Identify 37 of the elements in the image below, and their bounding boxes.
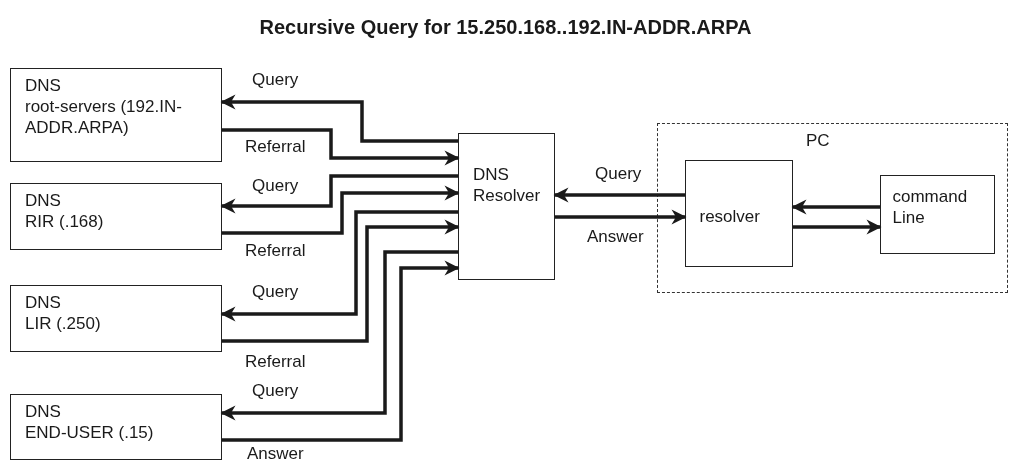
arrow (222, 185, 460, 235)
node-heading: DNS (25, 292, 61, 313)
edge-label: Query (251, 70, 300, 89)
arrow (793, 219, 882, 235)
arrow (220, 94, 458, 143)
server-box (10, 68, 222, 162)
edge-label: Query (251, 381, 300, 400)
node-label: RIR (.168) (25, 211, 104, 232)
server-box (10, 394, 222, 460)
edge-label: Query (594, 164, 643, 183)
group-label: PC (806, 130, 830, 151)
edge-label: Query (251, 176, 300, 195)
arrow (791, 199, 880, 215)
edge-label: Query (251, 282, 300, 301)
pc-group-box (657, 123, 1008, 293)
node-heading: DNS (25, 401, 61, 422)
server-box (10, 285, 222, 352)
node-label: command Line (892, 185, 969, 228)
server-box (10, 183, 222, 250)
arrow (222, 219, 460, 343)
node-heading: DNS (25, 190, 61, 211)
arrow (220, 174, 458, 214)
node-label: END-USER (.15) (25, 422, 154, 443)
node-label: LIR (.250) (25, 313, 101, 334)
arrow (220, 250, 458, 421)
node-label: resolver (699, 205, 760, 227)
resolver-box (684, 159, 793, 267)
arrow (220, 210, 458, 322)
diagram-title: Recursive Query for 15.250.168..192.IN-ADDR.ARPA (258, 16, 753, 39)
node-heading: DNS (25, 75, 61, 96)
arrow (222, 128, 460, 166)
arrow (222, 260, 460, 442)
node-label: root-servers (192.IN-ADDR.ARPA) (25, 96, 183, 138)
node-label: DNS Resolver (473, 164, 542, 206)
resolver-box (458, 133, 555, 280)
arrow (555, 209, 687, 225)
arrow (553, 187, 685, 203)
